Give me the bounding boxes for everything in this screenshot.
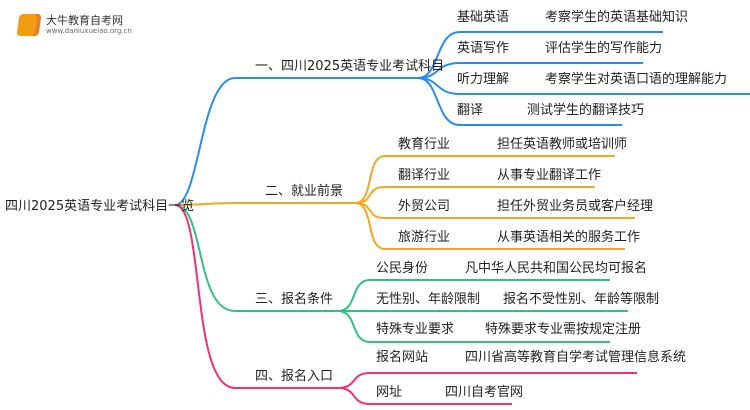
leaf-desc: 考察学生对英语口语的理解能力 [545,72,728,87]
leaf-desc: 评估学生的写作能力 [545,41,663,56]
leaf-desc: 四川省高等教育自学考试管理信息系统 [465,350,687,365]
connector-leaf [354,202,625,250]
leaf-desc: 四川自考官网 [445,385,524,400]
connector-leaf [337,310,610,343]
leaf-label: 公民身份 [376,261,429,276]
leaf-label: 网址 [376,385,403,400]
leaf-label: 英语写作 [457,41,510,56]
leaf-label: 教育行业 [398,137,451,152]
connector-branch-3 [174,204,338,312]
leaf-desc: 报名不受性别、年龄等限制 [503,292,660,307]
leaf-desc: 从事专业翻译工作 [497,168,602,183]
leaf-desc: 从事英语相关的服务工作 [497,230,641,245]
leaf-label: 基础英语 [457,10,510,25]
branch-career: 二、就业前景 [265,184,344,199]
connector-branch-4 [174,204,338,389]
logo: 大牛教育自考网 www.daniuxueiao.org.cn [16,14,132,36]
connector-branch-1 [174,77,418,206]
connector-branch-2 [174,202,355,206]
connector-leaf [417,31,663,79]
root-topic: 四川2025英语专业考试科目一览 [5,199,195,214]
leaf-desc: 考察学生的英语基础知识 [545,10,689,25]
leaf-desc: 测试学生的翻译技巧 [527,103,645,118]
branch-registration: 四、报名入口 [255,369,334,384]
leaf-desc: 特殊要求专业需按规定注册 [485,322,642,337]
connector-leaf [354,155,615,204]
branch-requirements: 三、报名条件 [255,292,334,307]
leaf-label: 旅游行业 [398,230,451,245]
leaf-desc: 担任外贸业务员或客户经理 [497,199,654,214]
connector-leaf [337,279,610,312]
leaf-label: 翻译 [457,103,484,118]
leaf-label: 无性别、年龄限制 [376,292,481,307]
leaf-label: 特殊专业要求 [376,322,455,337]
leaf-desc: 凡中华人民共和国公民均可报名 [465,261,648,276]
logo-url: www.daniuxueiao.org.cn [46,27,132,35]
leaf-desc: 担任英语教师或培训师 [497,137,628,152]
leaf-label: 报名网站 [376,350,429,365]
connector-leaf [417,77,622,126]
leaf-label: 外贸公司 [398,199,451,214]
branch-subjects: 一、四川2025英语专业考试科目 [255,59,445,74]
logo-name: 大牛教育自考网 [46,14,123,27]
leaf-label: 听力理解 [457,72,510,87]
connector-leaf [337,387,512,405]
leaf-label: 翻译行业 [398,168,451,183]
